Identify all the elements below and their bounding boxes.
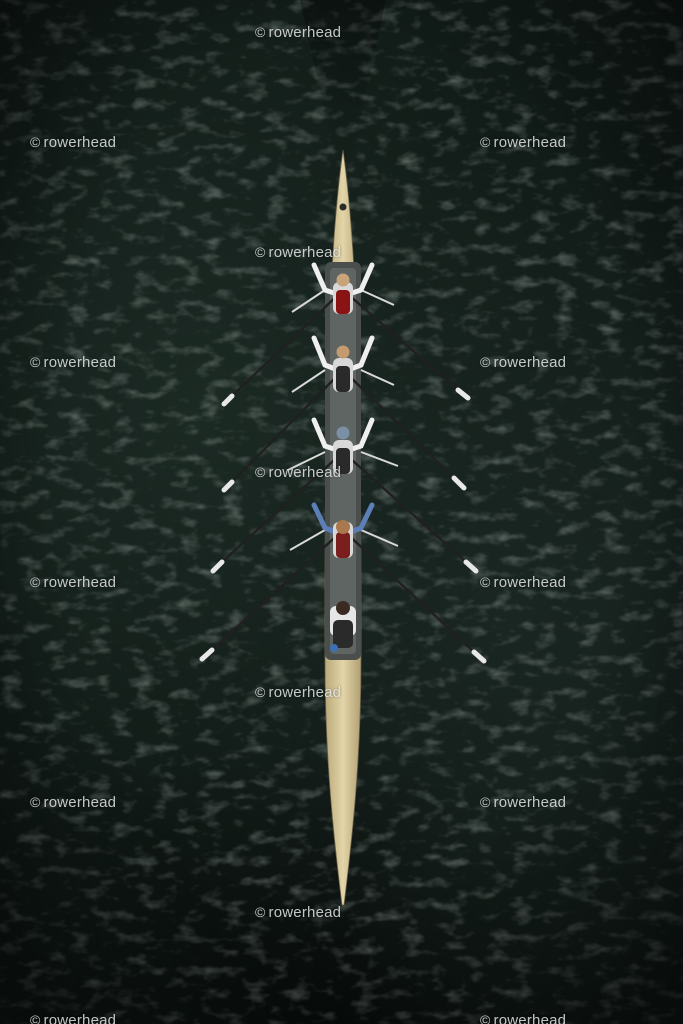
watermark: ©rowerhead (255, 464, 342, 481)
rower-4 (311, 502, 375, 558)
watermark: ©rowerhead (480, 794, 567, 811)
watermark: ©rowerhead (30, 1012, 117, 1024)
rowers (311, 262, 375, 652)
watermark: ©rowerhead (255, 684, 342, 701)
rower-2 (311, 335, 375, 392)
watermark: ©rowerhead (480, 354, 567, 371)
watermark: ©rowerhead (255, 24, 342, 41)
watermark: ©rowerhead (480, 1012, 567, 1024)
watermark: ©rowerhead (30, 794, 117, 811)
watermark: ©rowerhead (30, 574, 117, 591)
watermark: ©rowerhead (255, 244, 342, 261)
watermark: ©rowerhead (480, 134, 567, 151)
coxswain (330, 601, 356, 652)
watermark: ©rowerhead (30, 354, 117, 371)
rower-3 (311, 417, 375, 474)
bow-ball (339, 203, 347, 211)
watermark: ©rowerhead (255, 904, 342, 921)
oars (199, 288, 487, 664)
rower-1 (311, 262, 375, 314)
watermark: ©rowerhead (30, 134, 117, 151)
watermark: ©rowerhead (480, 574, 567, 591)
riggers (287, 289, 399, 551)
